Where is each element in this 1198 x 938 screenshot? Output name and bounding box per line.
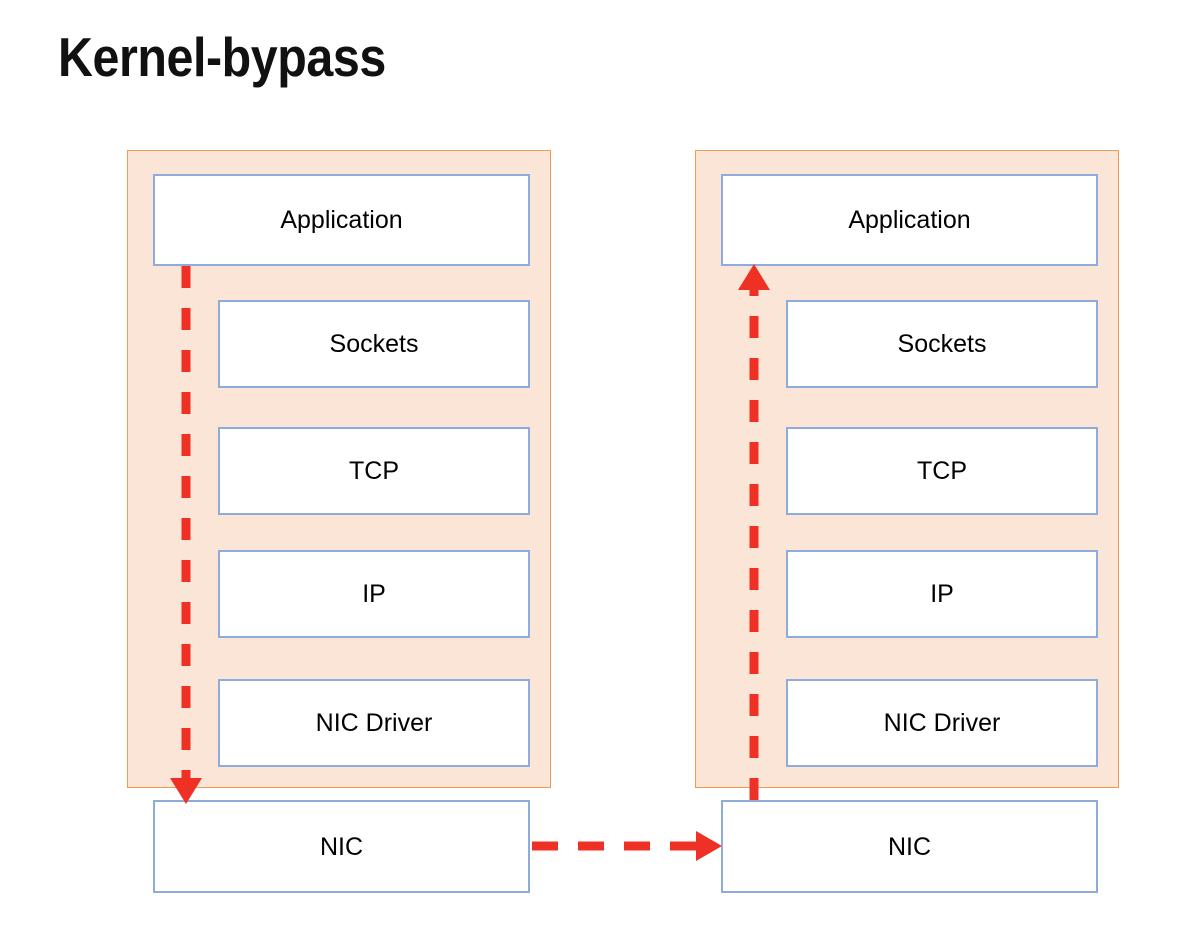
nic-to-nic-arrow-head: [696, 831, 722, 861]
box-application-left[interactable]: Application: [153, 174, 530, 266]
box-label: Application: [280, 206, 403, 234]
box-ip-right[interactable]: IP: [786, 550, 1098, 638]
nic-to-nic-arrow: [532, 831, 722, 861]
box-tcp-right[interactable]: TCP: [786, 427, 1098, 515]
box-label: IP: [930, 580, 954, 608]
box-label: NIC: [887, 832, 932, 861]
page-title: Kernel-bypass: [58, 26, 386, 88]
box-label: Application: [848, 206, 971, 234]
box-nic-left[interactable]: NIC: [153, 800, 530, 893]
box-tcp-left[interactable]: TCP: [218, 427, 530, 515]
box-label: NIC Driver: [883, 709, 1001, 737]
box-application-right[interactable]: Application: [721, 174, 1098, 266]
box-label: TCP: [349, 457, 399, 485]
box-sockets-right[interactable]: Sockets: [786, 300, 1098, 388]
box-label: IP: [362, 580, 386, 608]
box-label: NIC Driver: [315, 709, 433, 737]
box-label: Sockets: [329, 330, 419, 358]
box-nic-driver-right[interactable]: NIC Driver: [786, 679, 1098, 767]
box-label: Sockets: [897, 330, 987, 358]
box-sockets-left[interactable]: Sockets: [218, 300, 530, 388]
box-ip-left[interactable]: IP: [218, 550, 530, 638]
box-label: TCP: [917, 457, 967, 485]
box-label: NIC: [319, 832, 364, 861]
box-nic-right[interactable]: NIC: [721, 800, 1098, 893]
box-nic-driver-left[interactable]: NIC Driver: [218, 679, 530, 767]
